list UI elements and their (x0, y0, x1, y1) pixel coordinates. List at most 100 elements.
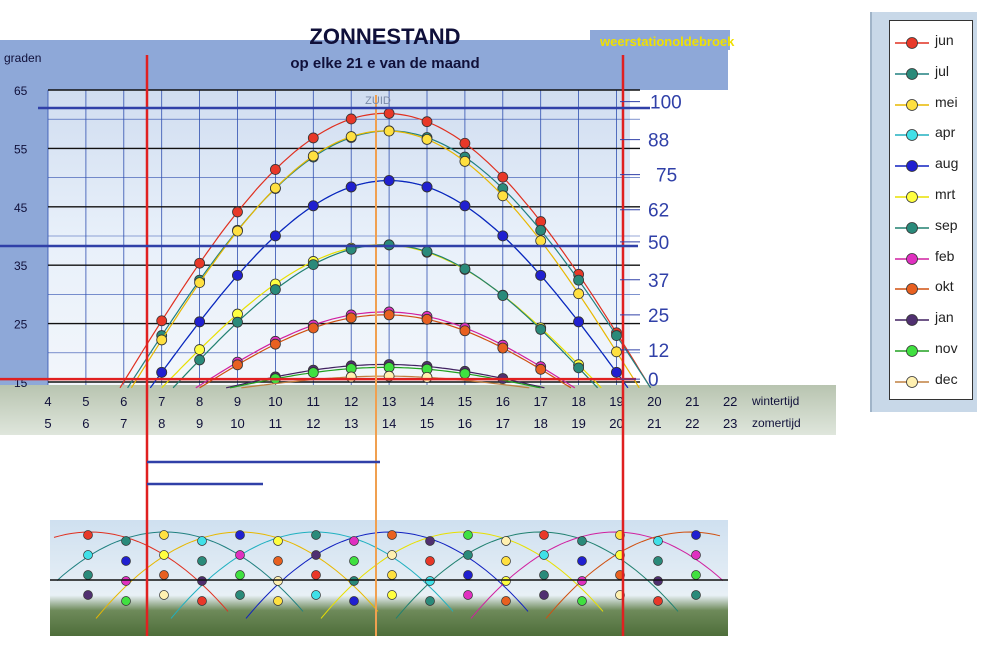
bottom-curve-apr (170, 531, 454, 619)
legend-label: mrt (935, 186, 956, 202)
right-scale-label: 37 (648, 271, 669, 292)
bottom-point-jun (653, 596, 663, 606)
x-tick-label-summer: 8 (158, 416, 165, 431)
data-point-jun (307, 132, 319, 144)
bottom-point-apr (539, 550, 549, 560)
bottom-point-jul (577, 536, 587, 546)
data-point-mei (156, 334, 168, 346)
bottom-point-mei (501, 556, 511, 566)
legend-swatch-mrt (895, 191, 929, 203)
right-scale-label: 75 (656, 166, 677, 187)
x-tick-label-summer: 5 (44, 416, 51, 431)
x-tick-label-winter: 11 (307, 394, 321, 409)
data-point-jun (459, 137, 471, 149)
data-point-aug (611, 366, 622, 378)
bottom-point-aug (349, 596, 359, 606)
legend-item-okt: okt (890, 273, 972, 304)
bottom-point-mrt (387, 590, 397, 600)
x-tick-label-summer: 21 (647, 416, 661, 431)
data-point-dec (345, 371, 357, 383)
legend-item-aug: aug (890, 150, 972, 181)
data-point-aug (269, 230, 281, 242)
bottom-point-feb (349, 536, 359, 546)
bottom-point-mei (273, 596, 283, 606)
legend-item-dec: dec (890, 366, 972, 397)
y-tick-label: 25 (14, 318, 28, 332)
brand-bar (590, 30, 730, 50)
bottom-point-nov (235, 570, 245, 580)
bottom-point-nov (349, 556, 359, 566)
bottom-point-okt (501, 596, 511, 606)
bottom-point-okt (273, 556, 283, 566)
right-scale-label: 25 (648, 306, 669, 327)
bottom-point-jan (311, 550, 321, 560)
bottom-point-jul (349, 576, 359, 586)
legend-label: okt (935, 278, 954, 295)
right-scale-label: 0 (648, 370, 659, 391)
bottom-point-jun (197, 596, 207, 606)
data-point-mei (345, 131, 357, 142)
data-point-jun (345, 113, 357, 125)
legend-item-jul: jul (890, 58, 972, 89)
x-tick-label-winter: 5 (82, 394, 89, 409)
bottom-point-okt (159, 570, 169, 580)
data-point-aug (345, 181, 357, 193)
bottom-curve-sep (395, 531, 679, 619)
bottom-strip-layer (50, 530, 728, 619)
data-point-sep (459, 263, 471, 275)
data-point-okt (459, 325, 471, 337)
legend-item-sep: sep (890, 212, 972, 243)
bottom-point-jul (691, 590, 701, 600)
bottom-point-feb (463, 590, 473, 600)
bottom-point-sep (653, 556, 663, 566)
legend-label: jan (935, 309, 954, 326)
legend-swatch-sep (895, 221, 929, 234)
chart-subtitle: op elke 21 e van de maand (290, 55, 479, 72)
data-point-mei (269, 182, 281, 194)
x-tick-label-winter: 16 (496, 394, 510, 409)
x-tick-label-summer: 17 (496, 416, 510, 431)
x-axis-label-summer: zomertijd (752, 416, 801, 430)
bottom-point-sep (83, 570, 93, 580)
x-tick-label-winter: 20 (647, 394, 661, 409)
x-tick-label-winter: 8 (196, 394, 203, 409)
x-tick-label-summer: 11 (269, 416, 283, 431)
bottom-point-jun (539, 530, 549, 540)
legend-label: nov (935, 340, 958, 356)
data-point-mei (497, 190, 509, 202)
x-tick-label-summer: 18 (533, 416, 547, 431)
bottom-point-aug (577, 556, 587, 566)
legend-swatch-nov (895, 345, 929, 357)
data-point-jul (535, 224, 547, 236)
x-tick-label-summer: 9 (196, 416, 203, 431)
x-tick-label-winter: 17 (533, 394, 547, 409)
legend-swatch-feb (895, 252, 929, 265)
data-point-aug (497, 230, 509, 242)
legend-swatch-aug (895, 160, 929, 173)
data-point-mei (421, 133, 433, 145)
x-tick-label-summer: 22 (685, 416, 699, 431)
bottom-point-aug (121, 556, 131, 566)
data-point-sep (535, 323, 547, 335)
bottom-point-nov (691, 570, 701, 580)
bottom-point-jan (197, 576, 207, 586)
x-tick-label-winter: 12 (344, 394, 358, 409)
legend-swatch-mei (895, 98, 929, 111)
data-point-nov (307, 367, 319, 378)
data-point-aug (194, 316, 206, 328)
data-point-aug (307, 200, 319, 212)
legend-item-jun: jun (890, 27, 972, 58)
data-point-mei (194, 277, 206, 288)
bottom-point-feb (577, 576, 587, 586)
data-point-mei (232, 225, 243, 237)
bottom-point-nov (121, 596, 131, 606)
bottom-point-mrt (273, 536, 283, 546)
bottom-point-jan (539, 590, 549, 600)
x-tick-label-winter: 21 (685, 394, 699, 409)
data-point-sep (497, 290, 509, 301)
legend-item-mrt: mrt (890, 181, 972, 212)
data-point-okt (307, 322, 319, 334)
y-tick-label: 55 (14, 142, 28, 156)
